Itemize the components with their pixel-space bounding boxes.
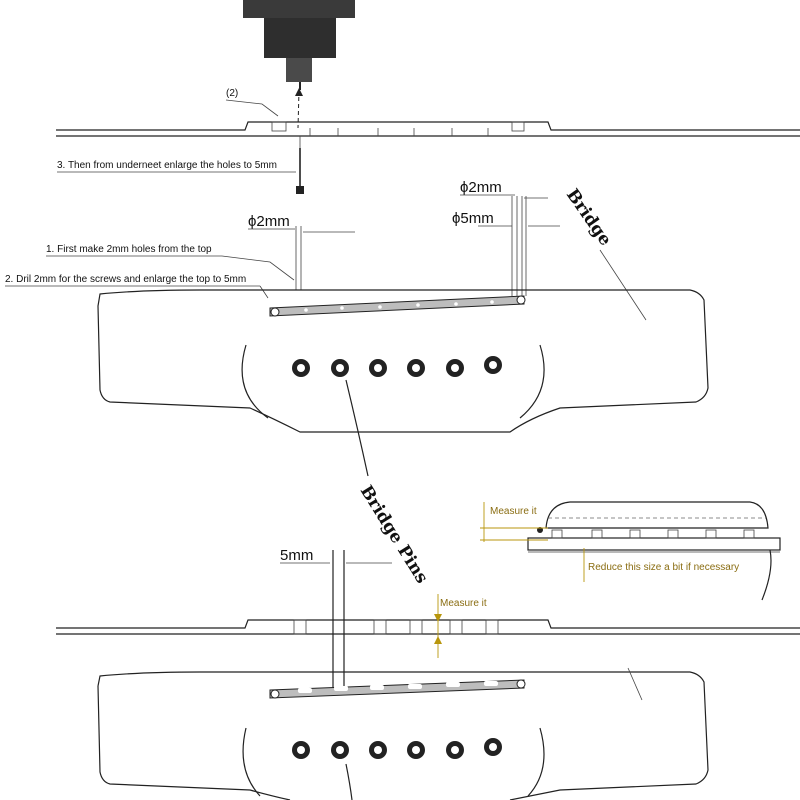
step-1-label: 1. First make 2mm holes from the top: [46, 244, 212, 255]
lower-soundboard-section: [56, 619, 800, 635]
pin-icon: [484, 738, 502, 756]
pin-icon: [369, 359, 387, 377]
pin-icon: [331, 741, 349, 759]
inset-side-view: [527, 501, 781, 601]
step-2-marker: (2): [226, 88, 238, 99]
step-3-label: 3. Then from underneet enlarge the holes…: [57, 160, 277, 171]
step-2-label: 2. Dril 2mm for the screws and enlarge t…: [5, 274, 246, 285]
dim-5mm-right: ϕ5mm: [452, 210, 494, 227]
dim-5mm-bottom: 5mm: [280, 547, 313, 564]
step-2-leader: [225, 99, 279, 117]
drill-bit-icon: [296, 148, 304, 194]
upper-bridge-pins: [292, 356, 502, 377]
inset-measure-label: Measure it: [490, 506, 537, 517]
pin-icon: [331, 359, 349, 377]
pin-icon: [446, 741, 464, 759]
bridge-pins-label: Bridge Pins: [356, 482, 432, 587]
pin-icon: [446, 359, 464, 377]
lower-measure-label: Measure it: [440, 598, 487, 609]
pin-icon: [369, 741, 387, 759]
drill-icon: [243, 0, 355, 90]
arrow-up-icon: [434, 636, 442, 644]
lower-pins-leader: [345, 763, 353, 800]
dim-2mm-left: ϕ2mm: [248, 213, 290, 230]
upper-bridge: [97, 289, 709, 433]
pin-icon: [407, 741, 425, 759]
top-soundboard-section: [56, 121, 800, 148]
arrow-up-icon: [295, 88, 303, 96]
pin-icon: [292, 741, 310, 759]
lower-bridge: [97, 667, 709, 800]
pin-icon: [407, 359, 425, 377]
reduce-size-label: Reduce this size a bit if necessary: [588, 562, 739, 573]
step-1-leader: [221, 255, 295, 281]
dim-2mm-right: ϕ2mm: [460, 179, 502, 196]
pin-icon: [484, 356, 502, 374]
bridge-pins-leader: [345, 379, 369, 477]
pin-icon: [292, 359, 310, 377]
lower-bridge-pins: [292, 738, 502, 759]
arrow-down-icon: [434, 614, 442, 622]
bridge-label: Bridge: [562, 185, 615, 249]
step-2-leader-b: [259, 285, 269, 299]
bridge-leader: [599, 249, 647, 321]
